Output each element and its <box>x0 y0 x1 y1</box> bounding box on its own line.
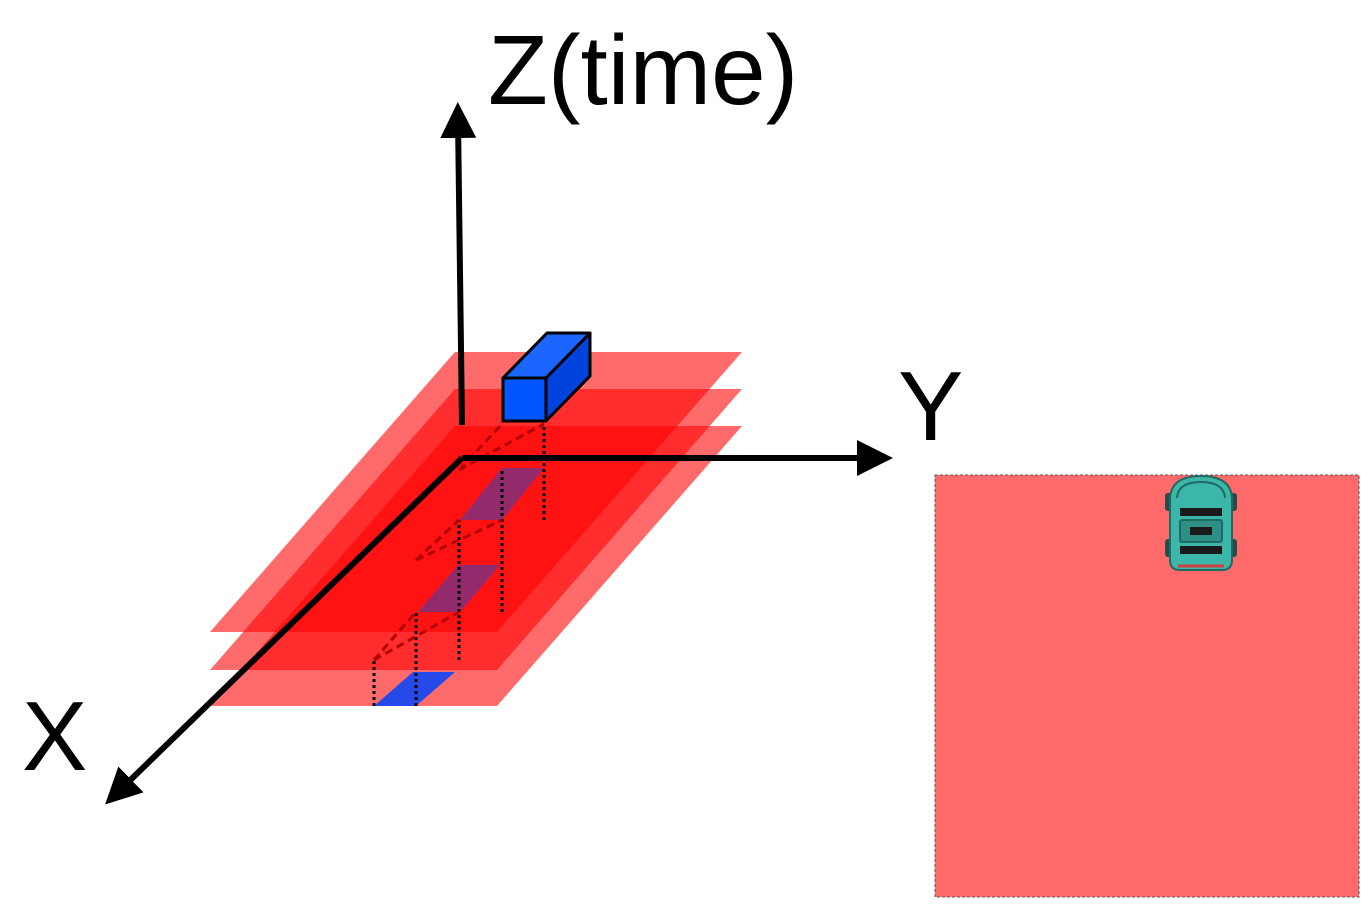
z-axis-line <box>440 102 477 426</box>
obstacle-box-front-face <box>501 376 548 423</box>
obstacle-footprints <box>374 468 544 706</box>
top-down-map-square <box>934 474 1360 898</box>
x-axis-label: X <box>22 681 87 791</box>
time-slice-planes <box>210 352 742 706</box>
projection-dashes-red <box>372 422 545 662</box>
time-slice-plane-top <box>210 352 742 632</box>
obstacle-box <box>501 331 592 423</box>
obstacle-footprint-upper <box>460 468 544 520</box>
x-axis-line <box>105 455 465 805</box>
robot-car-icon <box>1165 474 1237 571</box>
z-axis-label: Z(time) <box>488 15 798 125</box>
obstacle-footprint-bottom <box>374 672 455 706</box>
projection-lines <box>372 424 546 706</box>
obstacle-footprint-middle <box>418 565 500 612</box>
axes <box>105 102 893 805</box>
y-axis-label: Y <box>898 351 963 461</box>
